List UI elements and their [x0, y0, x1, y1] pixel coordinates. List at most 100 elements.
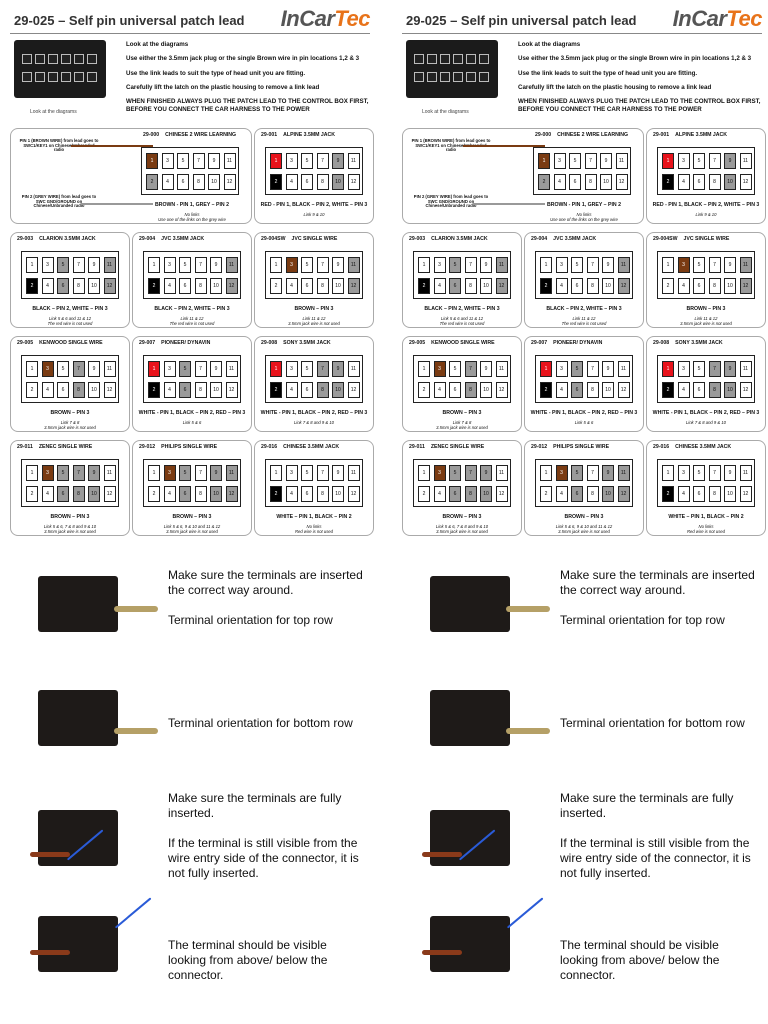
diagram-link-note: Link 5 & 6 and 11 & 12 [440, 316, 484, 321]
pin-7: 7 [464, 361, 477, 377]
diagram-pin-summary: BLACK – PIN 2, WHITE – PIN 3 [424, 306, 500, 312]
pin-11: 11 [617, 257, 630, 273]
pin-5: 5 [57, 257, 69, 273]
pin-1: 1 [270, 465, 282, 481]
pin-1: 1 [270, 257, 282, 273]
pin-4: 4 [163, 278, 176, 294]
intro-caption: Look at the diagrams [422, 109, 469, 115]
connector-photo-1 [422, 566, 562, 648]
pin-9: 9 [480, 465, 492, 481]
brand-logo: InCarTec [672, 6, 763, 32]
diagram-name: CLARION 3.5MM JACK [39, 236, 96, 242]
pin-6: 6 [179, 486, 191, 502]
instruction-text-2: Terminal orientation for bottom row [168, 716, 368, 746]
pin-11: 11 [347, 257, 360, 273]
pin-11: 11 [347, 361, 360, 377]
pin-12: 12 [103, 382, 116, 398]
pin-10: 10 [602, 382, 614, 398]
pin-8: 8 [464, 382, 477, 398]
pin-7: 7 [464, 257, 477, 273]
diagram-code: 29-004 [531, 236, 548, 242]
pin-3: 3 [677, 465, 690, 481]
diagram-link-note: No links [184, 212, 200, 217]
pin-2: 2 [418, 382, 430, 398]
pin-8: 8 [584, 174, 597, 190]
pin-9: 9 [88, 465, 100, 481]
pin-4: 4 [555, 486, 568, 502]
pin-7: 7 [586, 257, 599, 273]
diagram-code: 29-004SW [261, 236, 286, 242]
pin-1: 1 [26, 361, 38, 377]
pin-4: 4 [163, 382, 176, 398]
terminal [506, 728, 550, 734]
pin-3: 3 [41, 465, 54, 481]
pin-10: 10 [600, 174, 612, 190]
diagram-code: 29-003 [17, 236, 34, 242]
diagram-name: CHINESE 3.5MM JACK [283, 444, 340, 450]
diagram-link-note: No links [306, 524, 322, 529]
pin-2: 2 [148, 278, 160, 294]
pin-11: 11 [495, 257, 508, 273]
pin-2: 2 [148, 486, 160, 502]
grey-wire [473, 203, 545, 205]
pin-1: 1 [148, 465, 160, 481]
diagram-link-note: Link 5 & 6, 9 & 10 and 11 & 12 [163, 524, 221, 529]
pin-10: 10 [480, 486, 492, 502]
diagram-link-note: Link 11 & 12 [302, 316, 326, 321]
pin-1: 1 [418, 361, 430, 377]
pin-4: 4 [285, 486, 298, 502]
pin-3: 3 [555, 361, 568, 377]
intro-line: Look at the diagrams [518, 41, 581, 48]
pin-7: 7 [316, 465, 329, 481]
pin-7: 7 [194, 257, 207, 273]
connector-pin [440, 54, 450, 64]
logo-part-2: Tec [334, 6, 370, 31]
diagram-name: ALPINE 3.5MM JACK [675, 132, 728, 138]
connector-pin [48, 72, 58, 82]
diagram-code: 29-000 [535, 132, 552, 138]
pin-7: 7 [708, 465, 721, 481]
grey-wire [81, 203, 153, 205]
pin-6: 6 [179, 278, 191, 294]
pin-5: 5 [571, 465, 583, 481]
pin-9: 9 [724, 257, 736, 273]
logo-part-1: InCar [672, 6, 727, 31]
instruction-line: Terminal orientation for top row [560, 613, 725, 627]
pin-4: 4 [677, 486, 690, 502]
pin-8: 8 [708, 382, 721, 398]
connector-pin [61, 72, 71, 82]
pin-2: 2 [540, 486, 552, 502]
diagram-extra-note: The red wire is not used [561, 321, 607, 326]
pin-7: 7 [586, 465, 599, 481]
pin-2: 2 [26, 278, 38, 294]
logo-part-1: InCar [280, 6, 335, 31]
pin-5: 5 [301, 257, 313, 273]
connector-body [38, 690, 118, 746]
pin-10: 10 [210, 486, 222, 502]
pin-12: 12 [495, 486, 508, 502]
diagram-pin-summary: WHITE – PIN 1, BLACK – PIN 2 [276, 514, 352, 520]
wire [422, 950, 462, 955]
instruction-text-4: The terminal should be visible looking f… [168, 938, 368, 998]
pin-12: 12 [103, 278, 116, 294]
pin-1: 1 [418, 257, 430, 273]
diagram-link-note: Link 5 & 6 [574, 420, 594, 425]
arrow [114, 897, 152, 929]
connector-photo-3 [30, 800, 170, 882]
instruction-line: Make sure the terminals are inserted the… [168, 568, 363, 597]
pin-12: 12 [347, 174, 360, 190]
pin-10: 10 [208, 174, 220, 190]
